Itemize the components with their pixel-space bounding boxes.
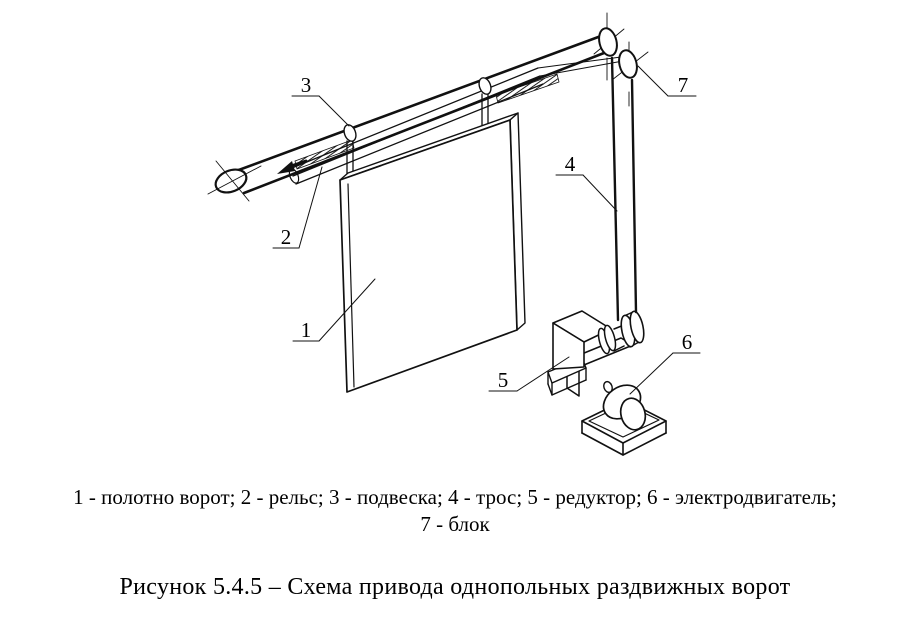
beam-line xyxy=(292,75,541,177)
callout-1-label: 1 xyxy=(301,318,312,342)
callout-4-label: 4 xyxy=(565,152,576,176)
callout-2-leader xyxy=(298,166,323,249)
shaft-flange xyxy=(603,324,617,352)
cable-run-to-pulley xyxy=(537,56,622,69)
callout-3-leader xyxy=(318,95,350,127)
hanger-left xyxy=(343,124,357,178)
rail-end-center-mark xyxy=(215,160,250,202)
callout-7-leader xyxy=(637,65,669,97)
hanger-roller xyxy=(343,124,357,142)
callout-3: 3 xyxy=(291,73,350,127)
gate-panel xyxy=(339,112,526,393)
hatched-strip-right xyxy=(495,73,560,104)
hanger-right xyxy=(478,77,492,131)
callout-5-label: 5 xyxy=(498,368,509,392)
callout-1: 1 xyxy=(292,278,376,342)
pulley-wheel-left xyxy=(598,27,618,57)
legend-line-2: 7 - блок xyxy=(420,512,490,536)
cable-right-run xyxy=(630,78,638,314)
callout-2-label: 2 xyxy=(281,225,292,249)
callout-6-leader xyxy=(629,352,674,395)
cable-left-run xyxy=(610,56,620,322)
gate-panel-front-face xyxy=(339,119,518,393)
callout-7: 7 xyxy=(637,65,697,97)
cable-drum xyxy=(620,310,645,348)
figure-title: Рисунок 5.4.5 – Схема привода однопольны… xyxy=(119,574,791,600)
callout-2: 2 xyxy=(272,166,323,249)
reducer-front-face xyxy=(552,322,585,370)
drive-shaft xyxy=(597,324,625,355)
drum-flange xyxy=(629,310,645,344)
gate-panel-edge-line xyxy=(347,183,355,388)
callout-4-leader xyxy=(582,174,618,212)
motor-end-cap xyxy=(619,397,647,431)
pulley-wheel-right xyxy=(618,49,638,79)
legend-line-1: 1 - полотно ворот; 2 - рельс; 3 - подвес… xyxy=(73,485,837,509)
callout-7-label: 7 xyxy=(678,73,689,97)
pulley-block xyxy=(593,12,649,107)
rail-tube xyxy=(207,34,606,202)
figure-legend: 1 - полотно ворот; 2 - рельс; 3 - подвес… xyxy=(0,484,910,538)
hatched-strip-left xyxy=(294,139,355,170)
callout-4: 4 xyxy=(555,152,618,212)
rail-end-cap xyxy=(214,168,248,194)
callout-1-leader xyxy=(318,278,376,342)
hanger-roller xyxy=(478,77,492,95)
rail-top-edge xyxy=(234,34,603,173)
callout-5: 5 xyxy=(488,356,570,392)
gate-drive-diagram: 1 2 3 4 5 xyxy=(207,12,701,456)
electric-motor xyxy=(602,380,647,431)
callout-6: 6 xyxy=(629,330,701,395)
direction-arrow xyxy=(277,159,308,174)
callout-6-label: 6 xyxy=(682,330,693,354)
motor-terminal-knob xyxy=(603,380,613,394)
callout-3-label: 3 xyxy=(301,73,312,97)
callout-5-leader xyxy=(516,356,570,392)
cable xyxy=(610,56,638,322)
cable-run-to-pulley xyxy=(539,60,624,77)
rail-end-center-mark xyxy=(207,165,262,195)
